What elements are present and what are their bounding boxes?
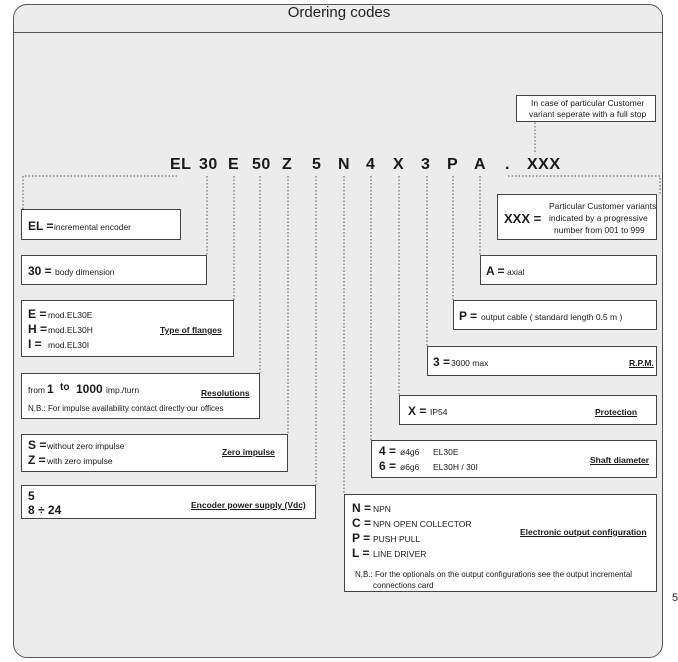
- power-line-2: 8 ÷ 24: [28, 503, 62, 517]
- flange-h-desc: mod.EL30H: [48, 325, 93, 335]
- rpm-heading: R.P.M.: [629, 358, 654, 368]
- protection-heading: Protection: [595, 407, 638, 417]
- code-30: 30: [199, 156, 218, 173]
- axial-desc: axial: [507, 267, 525, 277]
- protection-desc: IP54: [430, 407, 448, 417]
- xxx-line-2: indicated by a progressive: [549, 213, 648, 223]
- rpm-desc: 3000 max: [451, 358, 489, 368]
- customer-variants-box: XXX = Particular Customer variants indic…: [497, 194, 657, 240]
- output-c-desc: NPN OPEN COLLECTOR: [373, 519, 472, 529]
- protection-key: X =: [408, 404, 427, 418]
- flange-e-desc: mod.EL30E: [48, 310, 93, 320]
- panel-title: Ordering codes: [287, 4, 391, 21]
- leader-el: [22, 175, 177, 209]
- code-50: 50: [252, 156, 271, 173]
- note-line-2: variant seperate with a full stop: [529, 109, 647, 119]
- code-5: 5: [312, 156, 322, 173]
- shaft-6-dim: ø6g6: [400, 462, 420, 472]
- axial-key: A =: [486, 264, 505, 278]
- output-n-key: N =: [352, 501, 372, 515]
- shaft-4-key: 4 =: [379, 444, 397, 458]
- output-l-key: L =: [352, 546, 370, 560]
- res-from: from: [28, 385, 45, 395]
- xxx-key: XXX =: [504, 211, 542, 226]
- code-p: P: [447, 156, 459, 173]
- output-c-key: C =: [352, 516, 372, 530]
- zero-z-key: Z =: [28, 453, 46, 467]
- res-to: to: [60, 382, 70, 393]
- output-note-line-1: N.B.: For the optionals on the output co…: [355, 570, 633, 579]
- code-n: N: [338, 156, 351, 173]
- shaft-4-model: EL30E: [433, 447, 459, 457]
- flange-h-key: H =: [28, 322, 48, 336]
- res-note: N.B.: For impulse availability contact d…: [28, 404, 224, 413]
- cable-desc: output cable ( standard length 0.5 m ): [481, 312, 623, 322]
- shaft-6-model: EL30H / 30I: [433, 462, 478, 472]
- power-supply-box: 5 8 ÷ 24 Encoder power supply (Vdc): [21, 485, 316, 519]
- code-dot: .: [505, 156, 510, 173]
- body-dimension-box: 30 = body dimension: [21, 255, 207, 285]
- flange-e-key: E =: [28, 307, 47, 321]
- rpm-box: 3 = 3000 max R.P.M.: [427, 346, 657, 376]
- body-key: 30 =: [28, 264, 52, 278]
- output-config-box: N = NPN C = NPN OPEN COLLECTOR P = PUSH …: [344, 494, 657, 592]
- cable-box: P = output cable ( standard length 0.5 m…: [453, 300, 657, 330]
- code-a: A: [474, 156, 487, 173]
- title-divider: [13, 32, 663, 33]
- el-key: EL =: [28, 219, 54, 233]
- output-l-desc: LINE DRIVER: [373, 549, 427, 559]
- output-n-desc: NPN: [373, 504, 391, 514]
- shaft-4-dim: ø4g6: [400, 447, 420, 457]
- power-line-1: 5: [28, 489, 35, 503]
- rpm-key: 3 =: [433, 355, 451, 369]
- zero-s-key: S =: [28, 438, 47, 452]
- flange-i-key: I =: [28, 337, 42, 351]
- code-e: E: [228, 156, 240, 173]
- output-heading: Electronic output configuration: [520, 527, 647, 537]
- protection-box: X = IP54 Protection: [399, 395, 657, 425]
- flanges-heading: Type of flanges: [160, 325, 222, 335]
- xxx-line-1: Particular Customer variants: [549, 201, 657, 211]
- res-unit: imp./turn: [106, 385, 140, 395]
- shaft-diameter-box: 4 = ø4g6 EL30E 6 = ø6g6 EL30H / 30I Shaf…: [371, 440, 657, 478]
- el-desc: incremental encoder: [54, 222, 132, 232]
- res-min: 1: [47, 382, 54, 396]
- code-xxx: XXX: [527, 156, 561, 173]
- zero-z-desc: with zero impulse: [47, 456, 113, 466]
- output-p-desc: PUSH PULL: [373, 534, 421, 544]
- code-3: 3: [421, 156, 431, 173]
- code-el: EL: [170, 156, 192, 173]
- shaft-6-key: 6 =: [379, 459, 397, 473]
- code-z: Z: [282, 156, 293, 173]
- power-heading: Encoder power supply (Vdc): [191, 500, 306, 510]
- note-line-1: In case of particular Customer: [531, 98, 645, 108]
- axial-box: A = axial: [480, 255, 657, 285]
- el-box: EL = incremental encoder: [21, 209, 181, 240]
- resolutions-heading: Resolutions: [201, 388, 250, 398]
- leader-xxx: [508, 175, 661, 194]
- zero-impulse-box: S = without zero impulse Z = with zero i…: [21, 434, 288, 472]
- output-p-key: P =: [352, 531, 371, 545]
- flanges-box: E = mod.EL30E H = mod.EL30H I = mod.EL30…: [21, 300, 234, 357]
- body-desc: body dimension: [55, 267, 115, 277]
- customer-variant-note: In case of particular Customer variant s…: [516, 95, 656, 122]
- flange-i-desc: mod.EL30I: [48, 340, 90, 350]
- code-4: 4: [366, 156, 376, 173]
- zero-heading: Zero impulse: [222, 447, 275, 457]
- output-note-line-2: connections card: [373, 581, 434, 590]
- page-number: 5: [672, 592, 678, 604]
- zero-s-desc: without zero impulse: [47, 441, 125, 451]
- xxx-line-3: number from 001 to 999: [554, 225, 645, 235]
- cable-key: P =: [459, 309, 478, 323]
- shaft-heading: Shaft diameter: [590, 455, 650, 465]
- code-x: X: [393, 156, 405, 173]
- res-max: 1000: [76, 382, 103, 396]
- resolutions-box: from 1 to 1000 imp./turn Resolutions N.B…: [21, 373, 260, 419]
